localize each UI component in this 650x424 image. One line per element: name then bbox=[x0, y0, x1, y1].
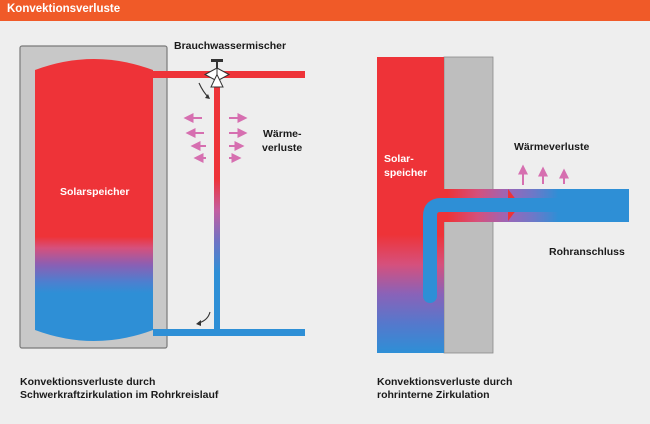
flow-arrowhead-icon bbox=[205, 94, 210, 99]
flow-arrowhead-icon bbox=[196, 320, 201, 326]
left-caption: Konvektionsverluste durch Schwerkraftzir… bbox=[20, 376, 219, 401]
storage-tank bbox=[35, 59, 153, 341]
cold-water-pipe bbox=[153, 329, 305, 336]
convection-diagram: Brauchwassermischer Solarspeicher Wärme-… bbox=[19, 40, 629, 354]
storage-label-right: Solar- speicher bbox=[384, 153, 427, 179]
storage-label: Solarspeicher bbox=[60, 186, 129, 198]
heat-loss-arrows-icon bbox=[183, 113, 248, 163]
heat-loss-label-right: Wärmeverluste bbox=[514, 141, 589, 153]
internal-circulation-flow bbox=[423, 198, 613, 303]
mixer-valve-icon bbox=[203, 59, 231, 88]
header-bar: Konvektionsverluste bbox=[0, 0, 650, 21]
heat-loss-arrows-up-icon bbox=[518, 164, 569, 185]
header-title: Konvektionsverluste bbox=[7, 3, 121, 15]
right-caption: Konvektionsverluste durch rohrinterne Zi… bbox=[377, 376, 513, 401]
circulation-riser bbox=[214, 75, 220, 335]
heat-loss-label: Wärme- verluste bbox=[262, 128, 304, 154]
mixer-label: Brauchwassermischer bbox=[174, 40, 286, 52]
pipe-connection-label: Rohranschluss bbox=[549, 246, 625, 258]
